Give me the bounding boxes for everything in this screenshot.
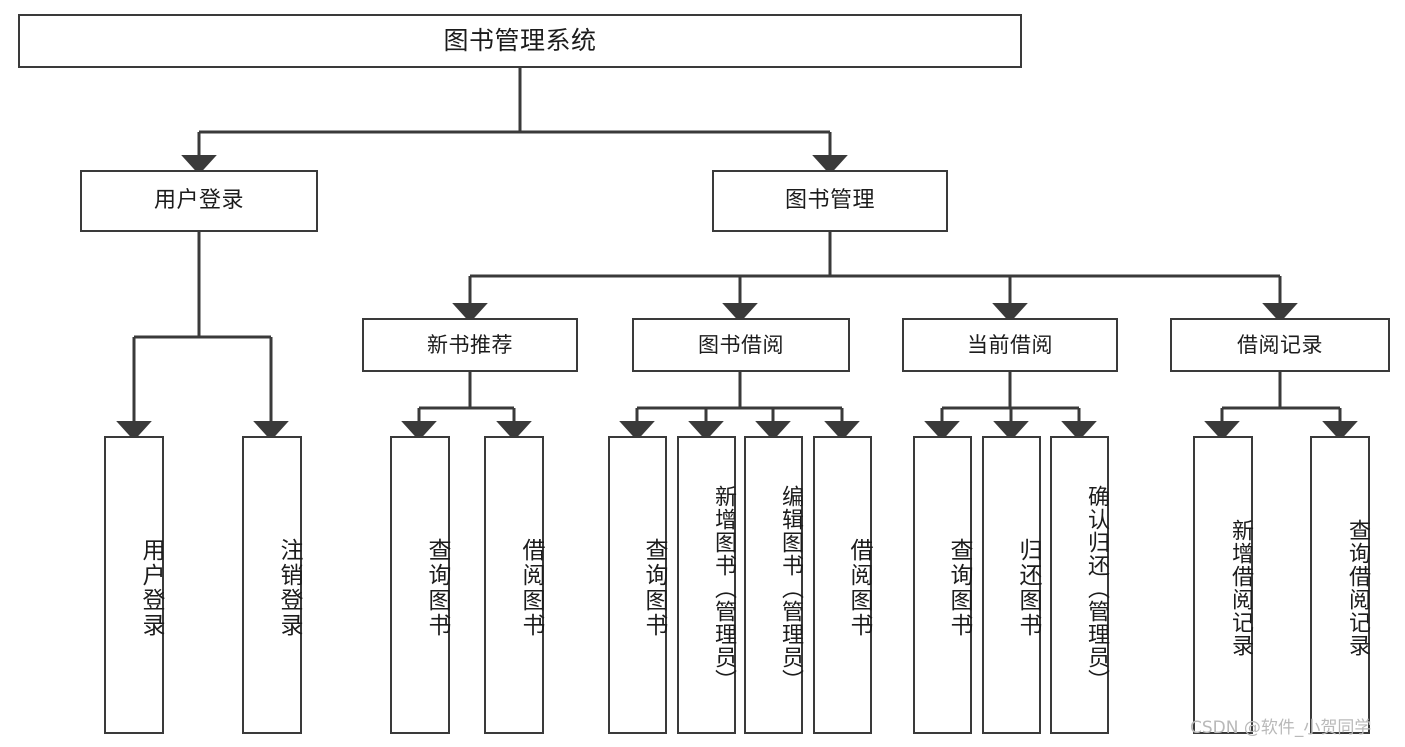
node-label: 确认归还（管理员） — [1084, 484, 1109, 692]
node-label: 新书推荐 — [427, 332, 513, 357]
node-label: 查询图书 — [424, 538, 450, 638]
node-label: 当前借阅 — [967, 332, 1053, 357]
node-book-management[interactable]: 图书管理 — [712, 170, 948, 232]
node-label: 查询图书 — [946, 538, 972, 638]
node-book-borrow[interactable]: 图书借阅 — [632, 318, 850, 372]
node-label: 用户登录 — [153, 188, 244, 214]
node-leaf-add-record[interactable]: 新增借阅记录 — [1193, 436, 1253, 734]
node-current-borrow[interactable]: 当前借阅 — [902, 318, 1118, 372]
node-label: 图书管理系统 — [443, 26, 597, 56]
node-leaf-add-book[interactable]: 新增图书（管理员） — [677, 436, 736, 734]
node-leaf-return-book[interactable]: 归还图书 — [982, 436, 1041, 734]
node-leaf-query-book-1[interactable]: 查询图书 — [390, 436, 450, 734]
node-leaf-borrow-book-2[interactable]: 借阅图书 — [813, 436, 872, 734]
node-leaf-query-book-2[interactable]: 查询图书 — [608, 436, 667, 734]
node-leaf-logout-login[interactable]: 注销登录 — [242, 436, 302, 734]
node-leaf-confirm-return[interactable]: 确认归还（管理员） — [1050, 436, 1109, 734]
node-label: 查询图书 — [641, 538, 667, 638]
node-label: 用户登录 — [138, 538, 164, 638]
node-label: 借阅图书 — [846, 538, 872, 638]
node-label: 借阅图书 — [518, 538, 544, 638]
node-new-book-recommend[interactable]: 新书推荐 — [362, 318, 578, 372]
node-user-login[interactable]: 用户登录 — [80, 170, 318, 232]
node-label: 新增图书（管理员） — [711, 484, 736, 692]
node-label: 借阅记录 — [1237, 332, 1323, 357]
node-borrow-record[interactable]: 借阅记录 — [1170, 318, 1390, 372]
node-label: 归还图书 — [1015, 538, 1041, 638]
node-leaf-user-login[interactable]: 用户登录 — [104, 436, 164, 734]
node-root-system[interactable]: 图书管理系统 — [18, 14, 1022, 68]
watermark-text: CSDN @软件_小贺同学 — [1190, 718, 1372, 738]
node-label: 图书借阅 — [698, 332, 784, 357]
node-label: 查询借阅记录 — [1345, 519, 1370, 657]
node-leaf-query-record[interactable]: 查询借阅记录 — [1310, 436, 1370, 734]
node-leaf-edit-book[interactable]: 编辑图书（管理员） — [744, 436, 803, 734]
node-label: 新增借阅记录 — [1228, 519, 1253, 657]
node-leaf-query-book-3[interactable]: 查询图书 — [913, 436, 972, 734]
node-leaf-borrow-book-1[interactable]: 借阅图书 — [484, 436, 544, 734]
node-label: 注销登录 — [276, 538, 302, 638]
node-label: 编辑图书（管理员） — [778, 484, 803, 692]
node-label: 图书管理 — [784, 188, 875, 214]
